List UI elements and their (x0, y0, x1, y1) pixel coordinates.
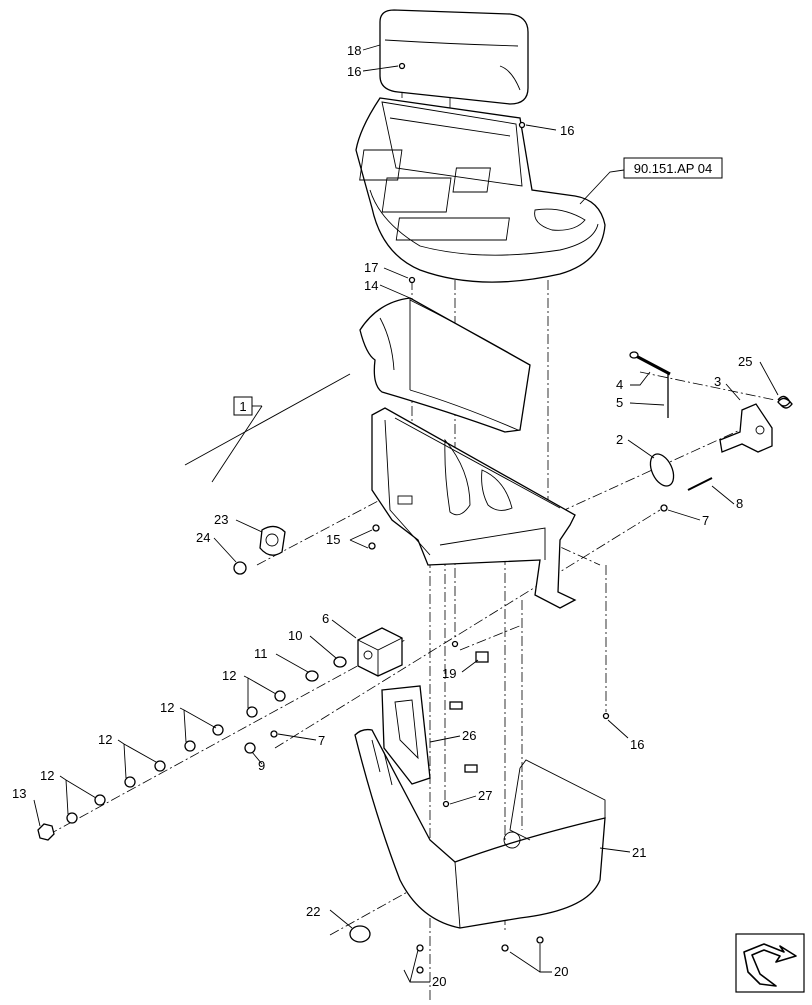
callout-16[interactable]: 16 (560, 123, 574, 138)
console-bracket-frame[interactable] (371, 407, 577, 609)
block-part[interactable] (357, 627, 403, 677)
callout-11[interactable]: 11 (254, 646, 268, 661)
armrest-pad-part[interactable] (379, 9, 529, 105)
callout-12[interactable]: 12 (160, 700, 174, 715)
callout-7[interactable]: 7 (702, 513, 709, 528)
inner-liner-part[interactable] (359, 297, 531, 433)
callout-22[interactable]: 22 (306, 904, 320, 919)
nut-24-part[interactable] (233, 561, 247, 575)
callout-16[interactable]: 16 (630, 737, 644, 752)
grommet-part[interactable] (259, 525, 286, 556)
bracket-plate-part[interactable] (381, 685, 431, 785)
callout-26[interactable]: 26 (462, 728, 476, 743)
pin-part[interactable] (629, 351, 671, 418)
callout-9[interactable]: 9 (258, 758, 265, 773)
callout-8[interactable]: 8 (736, 496, 743, 511)
callout-24[interactable]: 24 (196, 530, 210, 545)
disc-part[interactable] (646, 450, 678, 489)
group-marker-text: 1 (239, 399, 246, 414)
plug-part[interactable] (349, 925, 371, 943)
screw-parts[interactable] (368, 62, 610, 974)
reference-link-text: 90.151.AP 04 (634, 161, 713, 176)
callout-20[interactable]: 20 (432, 974, 446, 989)
callout-19[interactable]: 19 (442, 666, 456, 681)
next-page-arrow-icon[interactable] (735, 933, 805, 993)
callout-12[interactable]: 12 (40, 768, 54, 783)
callout-5[interactable]: 5 (616, 395, 623, 410)
callout-12[interactable]: 12 (98, 732, 112, 747)
callout-12[interactable]: 12 (222, 668, 236, 683)
lower-shroud-part[interactable] (354, 728, 606, 929)
bolt-part[interactable] (687, 477, 713, 491)
callout-21[interactable]: 21 (632, 845, 646, 860)
callout-13[interactable]: 13 (12, 786, 26, 801)
washer-parts[interactable] (66, 656, 347, 824)
small-hardware-parts[interactable] (244, 504, 668, 773)
callout-14[interactable]: 14 (364, 278, 378, 293)
callout-2[interactable]: 2 (616, 432, 623, 447)
callout-6[interactable]: 6 (322, 611, 329, 626)
callout-leader-lines (33, 44, 779, 983)
callout-16[interactable]: 16 (347, 64, 361, 79)
callout-3[interactable]: 3 (714, 374, 721, 389)
callout-20[interactable]: 20 (554, 964, 568, 979)
cam-part[interactable] (719, 403, 773, 453)
callout-15[interactable]: 15 (326, 532, 340, 547)
nut-13-part[interactable] (37, 823, 55, 841)
group-marker: 1 (184, 373, 351, 483)
callout-7[interactable]: 7 (318, 733, 325, 748)
callout-27[interactable]: 27 (478, 788, 492, 803)
console-top-cover[interactable] (355, 97, 606, 283)
callout-4[interactable]: 4 (616, 377, 623, 392)
spring-part[interactable] (777, 395, 793, 409)
callout-18[interactable]: 18 (347, 43, 361, 58)
callout-17[interactable]: 17 (364, 260, 378, 275)
callout-10[interactable]: 10 (288, 628, 302, 643)
callout-labels: 18 16 16 17 14 4 5 3 25 2 8 7 23 24 15 6… (12, 43, 752, 989)
callout-25[interactable]: 25 (738, 354, 752, 369)
reference-link-box[interactable]: 90.151.AP 04 (579, 157, 723, 205)
callout-23[interactable]: 23 (214, 512, 228, 527)
